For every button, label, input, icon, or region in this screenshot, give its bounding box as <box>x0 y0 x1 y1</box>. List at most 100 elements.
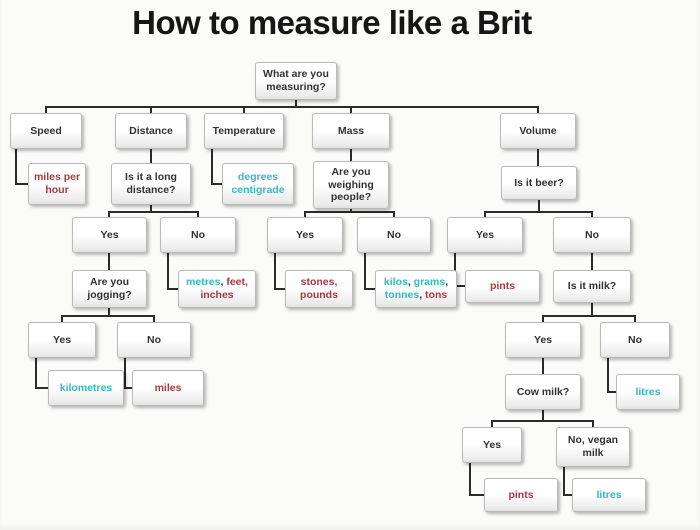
connector-line <box>537 106 539 113</box>
node-long-distance-no: No <box>160 217 236 253</box>
connector-line <box>364 253 366 290</box>
connector-line <box>35 387 48 389</box>
node-beer-yes: Yes <box>447 217 523 253</box>
node-label: stones, pounds <box>300 276 338 301</box>
connector-line <box>45 106 47 113</box>
node-label: litres <box>635 385 661 398</box>
connector-line <box>35 358 37 389</box>
node-label: No <box>191 228 205 241</box>
connector-line <box>153 315 155 322</box>
node-label: No <box>387 228 401 241</box>
node-label: Yes <box>295 228 315 241</box>
node-label: Temperature <box>212 124 276 137</box>
node-beer-no: No <box>553 217 631 253</box>
connector-line <box>591 253 593 270</box>
node-label: Speed <box>30 124 62 137</box>
connector-line <box>243 106 245 113</box>
node-kilos-grams-tonnes-tons: kilos, grams, tonnes, tons <box>375 270 457 308</box>
node-jogging-yes: Yes <box>28 322 96 358</box>
node-miles-per-hour: miles per hour <box>28 163 86 205</box>
node-label: kilos, grams, tonnes, tons <box>378 276 454 301</box>
connector-line <box>607 358 609 393</box>
node-label: No <box>585 228 599 241</box>
node-label: Is it a long distance? <box>125 171 177 196</box>
connector-line <box>350 149 352 161</box>
connector-line <box>211 183 222 185</box>
node-volume: Volume <box>500 113 576 149</box>
node-label: miles <box>154 381 182 394</box>
connector-line <box>538 200 540 211</box>
node-label: pints <box>489 280 516 293</box>
connector-line <box>304 211 306 217</box>
connector-line <box>542 315 636 317</box>
connector-line <box>364 288 375 290</box>
node-miles: miles <box>132 370 204 406</box>
connector-line <box>124 387 132 389</box>
node-stones-pounds: stones, pounds <box>285 270 353 308</box>
node-label: No, vegan milk <box>567 434 619 459</box>
connector-line <box>592 420 594 427</box>
node-label: Yes <box>475 228 495 241</box>
node-label: Yes <box>482 438 502 451</box>
unit-segment: , <box>419 289 426 301</box>
node-label: Is it milk? <box>567 280 617 293</box>
connector-line <box>563 494 572 496</box>
node-label: Yes <box>52 333 72 346</box>
unit-segment: , <box>220 276 227 289</box>
node-litres-vegan-milk: litres <box>572 478 646 512</box>
connector-line <box>150 205 152 211</box>
connector-line <box>211 149 213 185</box>
node-milk-yes: Yes <box>505 322 581 358</box>
node-label: Yes <box>533 333 553 346</box>
node-speed: Speed <box>10 113 82 149</box>
node-label: Distance <box>129 124 173 137</box>
connector-line <box>167 253 169 290</box>
connector-line <box>591 211 593 217</box>
node-label: kilometres <box>59 381 113 394</box>
node-jogging-no: No <box>117 322 191 358</box>
connector-line <box>542 315 544 322</box>
connector-line <box>197 211 199 217</box>
node-mass: Mass <box>312 113 390 149</box>
connector-line <box>491 420 594 422</box>
node-pints-cow-milk: pints <box>484 478 558 512</box>
connector-line <box>150 149 152 163</box>
unit-segment: tons <box>425 289 448 301</box>
connector-line <box>108 211 199 213</box>
node-pints-beer: pints <box>465 270 540 303</box>
node-beer-question: Is it beer? <box>501 166 577 200</box>
node-label: degrees centigrade <box>231 171 285 196</box>
connector-line <box>108 211 110 217</box>
node-label: No <box>628 333 642 346</box>
node-label: No <box>147 333 161 346</box>
unit-segment: kilos <box>383 276 408 289</box>
connector-line <box>542 410 544 420</box>
connector-line <box>491 420 493 427</box>
connector-line <box>350 106 352 113</box>
connector-line <box>274 288 285 290</box>
node-label: miles per hour <box>33 171 81 196</box>
connector-line <box>295 98 297 107</box>
connector-line <box>45 106 539 108</box>
connector-line <box>108 308 110 315</box>
connector-line <box>484 211 486 217</box>
node-weighing-no: No <box>357 217 431 253</box>
node-kilometres: kilometres <box>48 370 124 406</box>
connector-line <box>167 288 178 290</box>
unit-segment: , <box>445 276 449 289</box>
connector-line <box>61 315 155 317</box>
node-weighing-yes: Yes <box>267 217 343 253</box>
connector-line <box>274 253 276 290</box>
connector-line <box>537 149 539 166</box>
node-vegan-milk: No, vegan milk <box>556 427 630 467</box>
unit-segment: metres <box>186 276 221 289</box>
unit-segment: grams <box>413 276 446 289</box>
unit-segment: , <box>407 276 414 289</box>
connector-line <box>454 285 465 287</box>
node-label: metres, feet, inches <box>181 276 253 301</box>
connector-line <box>61 315 63 322</box>
node-long-distance-yes: Yes <box>72 217 147 253</box>
node-milk-no: No <box>600 322 670 358</box>
connector-line <box>484 211 593 213</box>
connector-line <box>124 358 126 389</box>
